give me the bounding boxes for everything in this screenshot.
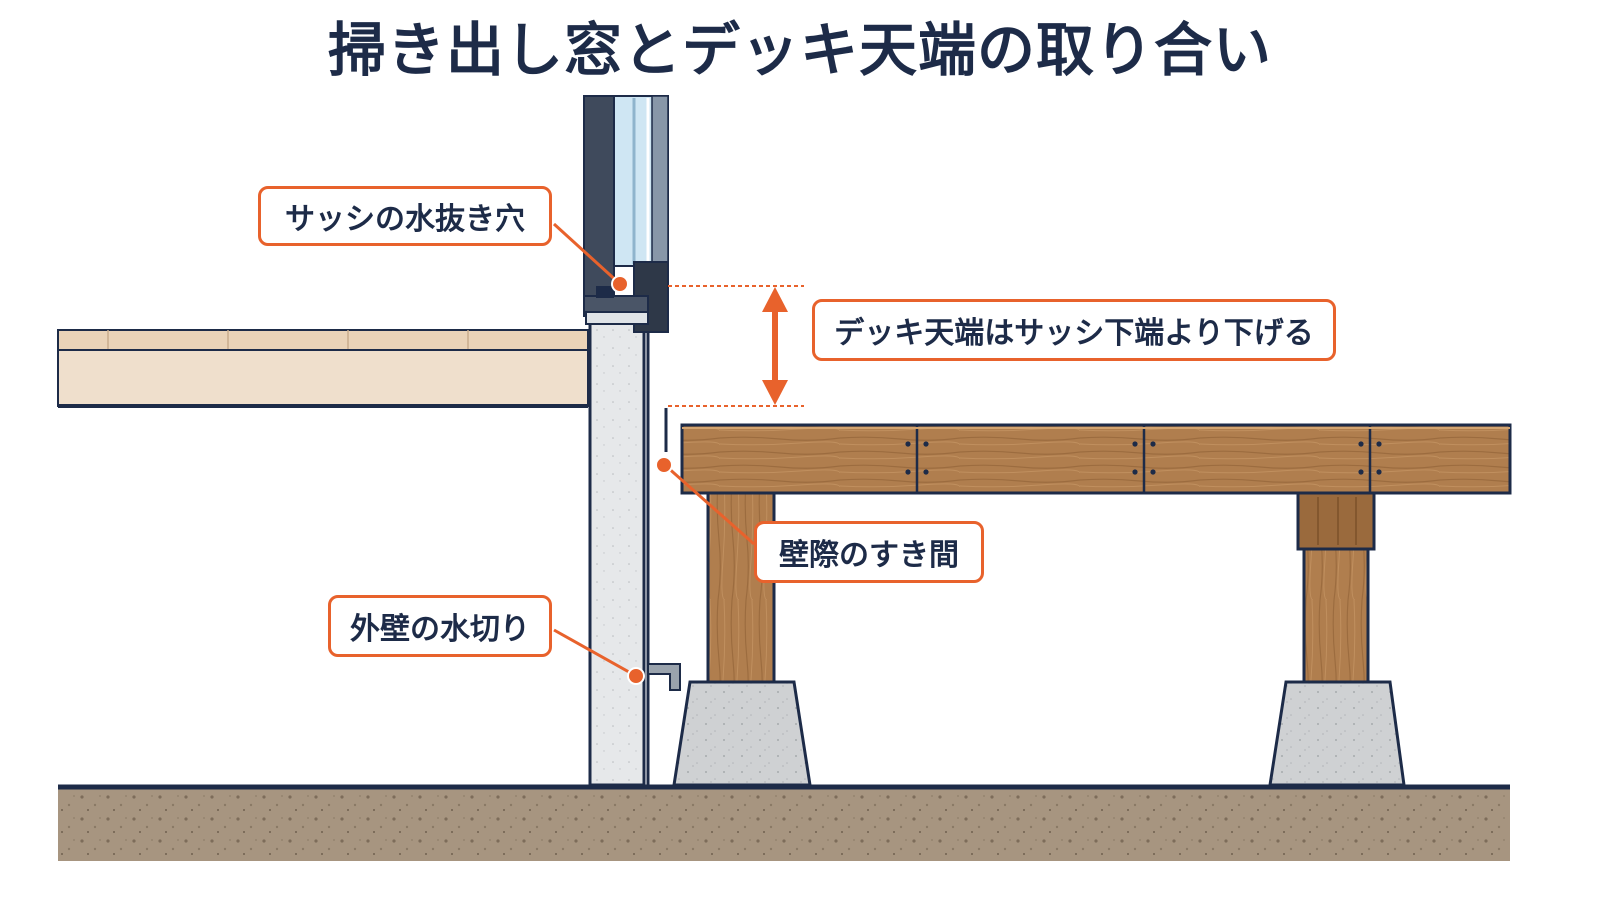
callout-sash-drain: サッシの水抜き穴 [258,186,552,246]
wall-flashing [647,663,681,691]
callout-wall-gap: 壁際のすき間 [754,521,984,583]
interior-floor [57,329,589,408]
deck-boards [664,408,1512,495]
callout-wall-flashing: 外壁の水切り [328,595,552,657]
footing-left [672,680,812,787]
callout-deck-height: デッキ天端はサッシ下端より下げる [812,299,1336,361]
window-sash [583,95,669,333]
footing-right [1268,680,1406,787]
page-title: 掃き出し窓とデッキ天端の取り合い [327,16,1272,84]
deck-post-right [1296,491,1376,687]
height-dimension [668,285,804,407]
ground [58,787,1510,861]
exterior-wall [588,318,650,787]
